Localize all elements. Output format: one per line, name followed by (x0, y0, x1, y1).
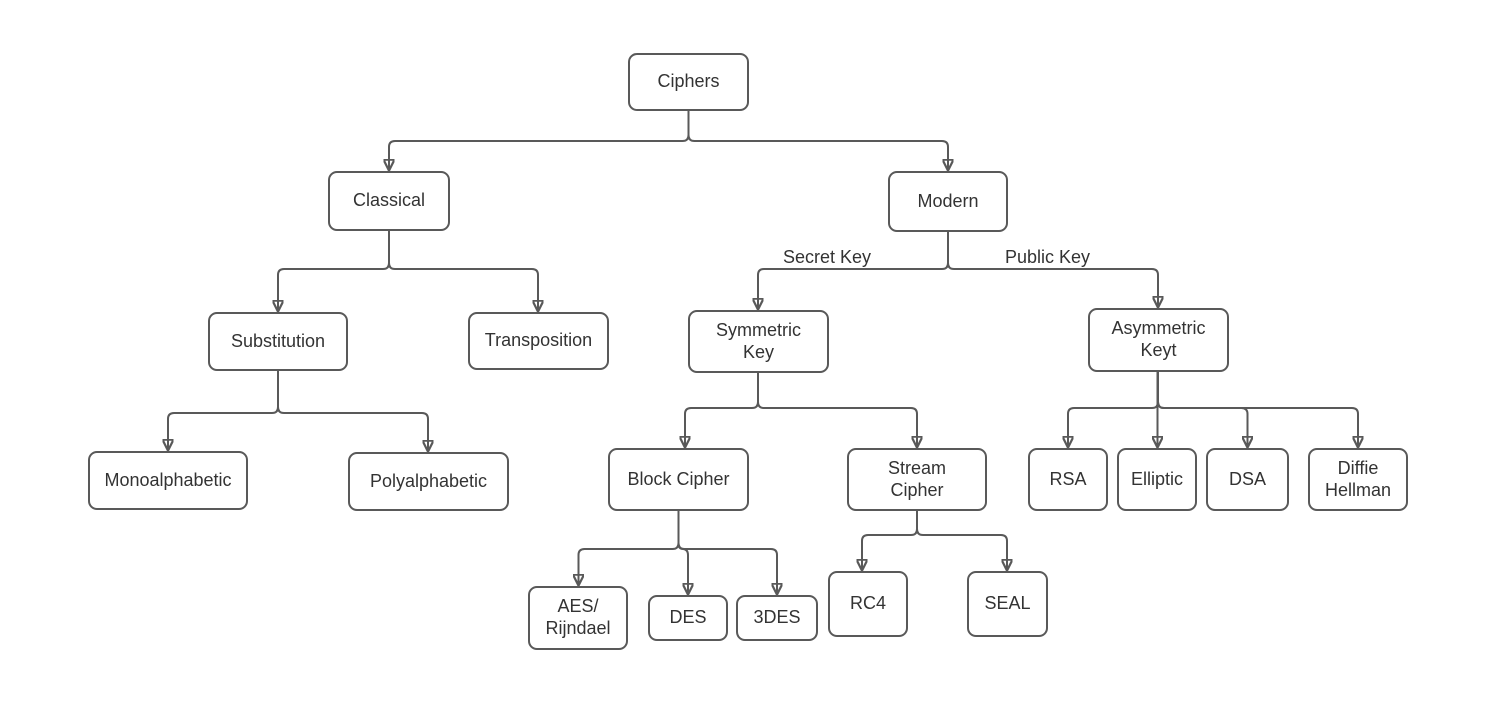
edge-modern-asymmetric-key (947, 232, 1158, 306)
edge-ciphers-classical (389, 111, 690, 169)
node-dsa: DSA (1206, 448, 1289, 511)
edge-label-public-key: Public Key (1004, 247, 1091, 267)
edge-block-aes-rijndael (579, 511, 680, 584)
edge-classical-transposition (388, 231, 538, 310)
edge-substitution-polyalphabetic (277, 371, 428, 450)
node-seal: SEAL (967, 571, 1048, 637)
node-transposition: Transposition (468, 312, 609, 370)
node-polyalphabetic: Polyalphabetic (348, 452, 509, 511)
edge-ciphers-modern (687, 111, 949, 169)
edge-asymmetric-rsa (1068, 372, 1159, 446)
node-classical: Classical (328, 171, 450, 231)
edge-symmetric-block-cipher (685, 373, 759, 446)
edge-block-3des (677, 511, 778, 593)
node-modern: Modern (888, 171, 1008, 232)
node-rc4: RC4 (828, 571, 908, 637)
node-ciphers: Ciphers (628, 53, 749, 111)
node-stream-cipher: Stream Cipher (847, 448, 987, 511)
node-monoalphabetic: Monoalphabetic (88, 451, 248, 510)
node-substitution: Substitution (208, 312, 348, 371)
edge-substitution-monoalphabetic (168, 371, 279, 449)
node-rsa: RSA (1028, 448, 1108, 511)
edge-modern-symmetric-key (758, 232, 949, 308)
node-block-cipher: Block Cipher (608, 448, 749, 511)
node-symmetric-key: Symmetric Key (688, 310, 829, 373)
node-asymmetric-key: Asymmetric Keyt (1088, 308, 1229, 372)
node-3des: 3DES (736, 595, 818, 641)
node-diffie-hellman: Diffie Hellman (1308, 448, 1408, 511)
edge-classical-substitution (278, 231, 390, 310)
edge-block-des (677, 511, 689, 593)
edge-stream-seal (916, 511, 1007, 569)
node-aes-rijndael: AES/ Rijndael (528, 586, 628, 650)
node-des: DES (648, 595, 728, 641)
edge-stream-rc4 (862, 511, 918, 569)
edge-asymmetric-diffie-hellman (1157, 372, 1358, 446)
edge-symmetric-stream-cipher (757, 373, 917, 446)
edge-label-secret-key: Secret Key (782, 247, 872, 267)
node-elliptic: Elliptic (1117, 448, 1197, 511)
